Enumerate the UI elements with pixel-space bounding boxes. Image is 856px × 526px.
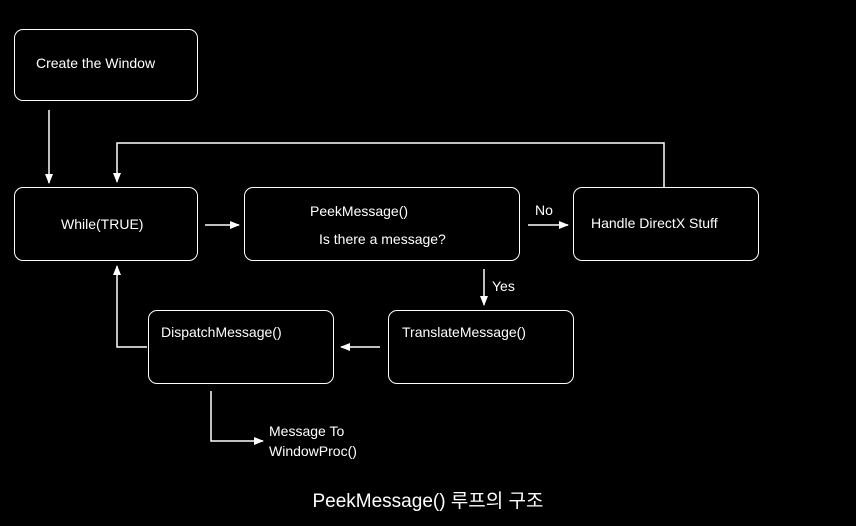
arrow-handle-loop-to-while xyxy=(113,142,665,187)
node-dispatch-message: DispatchMessage() xyxy=(148,310,334,384)
node-peek-question-label: Is there a message? xyxy=(319,231,446,247)
node-create-window-label: Create the Window xyxy=(36,55,156,71)
arrow-dispatch-to-while xyxy=(113,265,147,348)
node-dispatch-message-label: DispatchMessage() xyxy=(161,324,282,340)
windowproc-note-line1: Message To xyxy=(269,423,345,439)
figure-caption: PeekMessage() 루프의 구조 xyxy=(312,491,544,512)
windowproc-note: Message To WindowProc() xyxy=(269,421,357,461)
node-handle-directx: Handle DirectX Stuff xyxy=(573,187,759,261)
node-peek-message-label: PeekMessage() xyxy=(310,203,409,219)
edge-label-yes: Yes xyxy=(492,278,515,294)
node-handle-directx-label: Handle DirectX Stuff xyxy=(591,215,718,231)
node-create-window: Create the Window xyxy=(14,29,198,101)
node-translate-message-label: TranslateMessage() xyxy=(402,324,526,340)
edge-label-no: No xyxy=(535,202,553,218)
node-while-true: While(TRUE) xyxy=(14,187,198,261)
node-translate-message: TranslateMessage() xyxy=(388,310,574,384)
windowproc-note-line2: WindowProc() xyxy=(269,443,357,459)
node-peek-message: PeekMessage() Is there a message? xyxy=(244,187,520,261)
arrow-dispatch-to-windowproc xyxy=(210,391,264,445)
node-while-true-label: While(TRUE) xyxy=(61,216,144,232)
